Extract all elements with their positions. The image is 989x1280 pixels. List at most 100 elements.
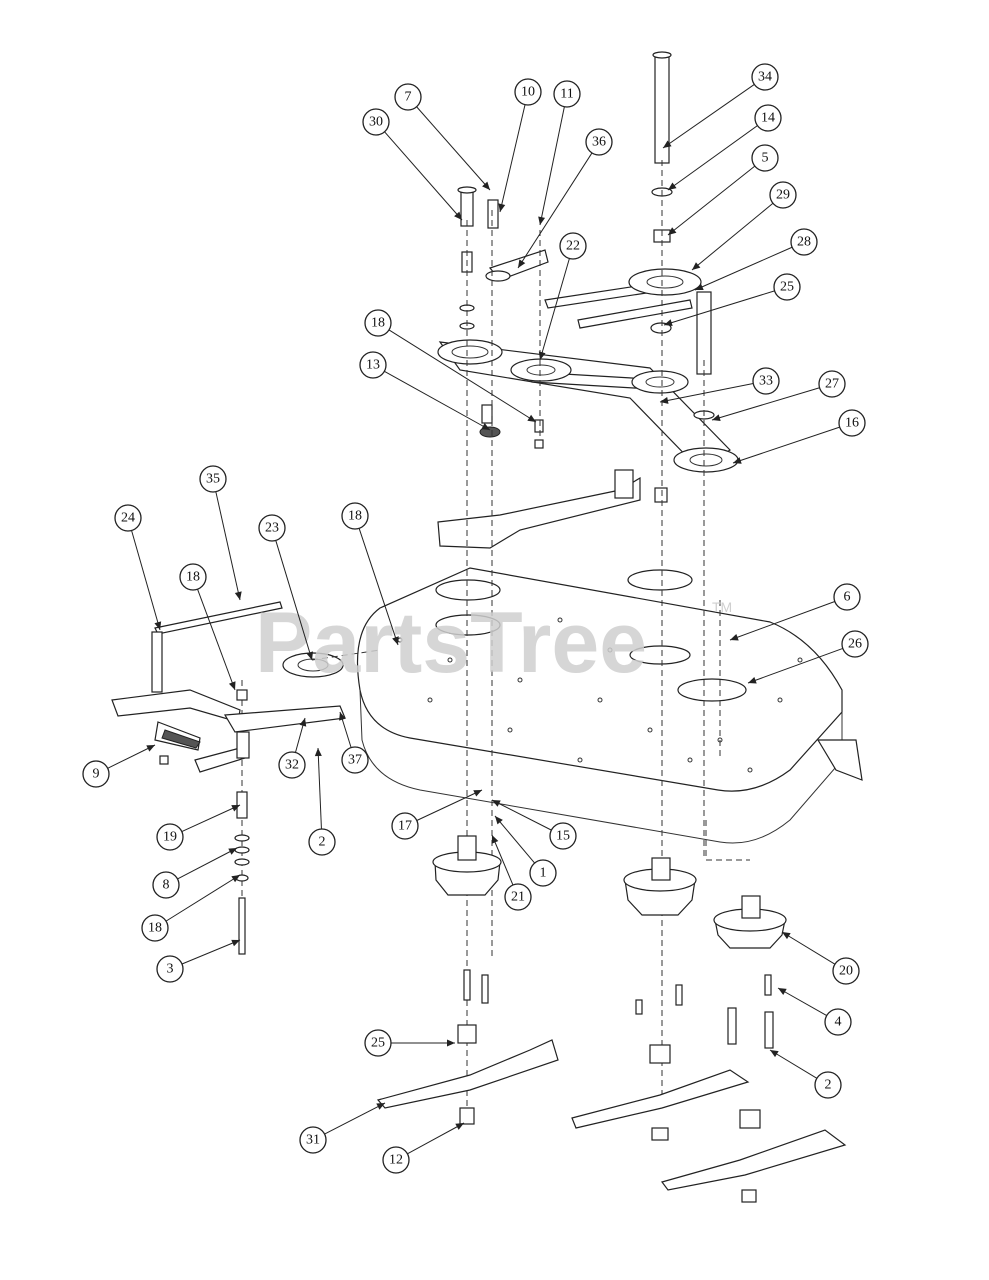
callout-circle [308,828,336,856]
leader-line [384,131,463,221]
callout-circle [824,1008,852,1036]
callout-c-33: 33 [659,367,780,404]
leader-line [667,165,756,236]
callout-label: 27 [825,377,839,392]
leader-arrowhead [538,351,546,360]
callout-circle [814,1071,842,1099]
callout-c-10: 10 [498,78,542,213]
callout-label: 18 [371,316,385,331]
callout-label: 12 [389,1153,403,1168]
callout-label: 36 [592,135,606,150]
deck-plate [356,567,863,844]
callout-circle [514,78,542,106]
leader-arrowhead [660,397,669,404]
leader-arrowhead [481,423,490,430]
leader-arrowhead [527,414,536,422]
leader-line [215,491,241,601]
callout-label: 5 [762,151,769,166]
leader-arrowhead [663,140,672,148]
callout-label: 1 [540,866,547,881]
pulleys [282,268,739,678]
callout-circle [751,144,779,172]
callout-label: 29 [776,188,790,203]
callout-label: 7 [405,90,412,105]
callout-circle [838,409,866,437]
leader-line [667,125,758,191]
leader-arrowhead [733,457,742,464]
callout-circle [341,746,369,774]
leader-line [711,387,820,421]
callout-label: 20 [839,964,853,979]
watermark-trademark: TM [712,599,732,615]
leader-arrowhead [730,633,739,641]
callout-label: 6 [844,590,851,605]
leader-arrowhead [228,681,236,690]
leader-line [491,834,514,886]
leader-arrowhead [498,203,506,212]
leader-line [732,426,840,464]
callout-c-18d: 18 [141,874,241,942]
callout-label: 34 [758,70,772,85]
callout-label: 17 [398,819,412,834]
callout-c-29: 29 [691,181,797,271]
leader-arrowhead [454,211,462,220]
callout-c-1: 1 [494,815,557,887]
callout-circle [152,871,180,899]
belts [438,277,731,471]
leader-arrowhead [538,216,546,225]
callout-c-28: 28 [694,228,818,291]
callout-c-2b: 2 [769,1049,842,1099]
callout-circle [114,504,142,532]
callout-c-19: 19 [156,804,241,851]
callout-circle [179,563,207,591]
callout-c-34: 34 [662,63,779,149]
callout-c-14: 14 [667,104,782,191]
callout-label: 11 [560,87,573,102]
leader-line [275,540,313,661]
leader-arrowhead [154,621,162,630]
callout-c-11: 11 [538,80,581,226]
watermark: PartsTree TM [255,595,732,691]
leader-arrowhead [376,1103,385,1110]
leader-line [729,601,835,641]
leader-line [317,747,322,830]
callout-circle [559,232,587,260]
leader-line [197,589,236,691]
leader-line [107,744,156,769]
callout-label: 15 [556,829,570,844]
callout-c-6: 6 [729,583,861,641]
leader-line [494,815,536,864]
callout-circle [769,181,797,209]
callout-c-20: 20 [781,931,860,985]
leader-arrowhead [339,712,346,721]
callout-c-2a: 2 [308,747,336,856]
leader-arrowhead [231,805,240,812]
callout-c-9: 9 [82,744,156,788]
callout-label: 26 [848,637,862,652]
callout-label: 19 [163,830,177,845]
callout-c-30: 30 [362,108,463,221]
leader-line [539,258,570,361]
leader-arrowhead [392,636,399,645]
callout-label: 35 [206,472,220,487]
spindle-hardware [463,969,774,1049]
callout-c-13: 13 [359,351,491,431]
leader-line [177,847,238,880]
callout-circle [754,104,782,132]
leader-line [181,804,241,833]
leader-arrowhead [146,745,155,752]
leader-line [384,370,491,431]
callout-label: 37 [348,753,362,768]
callout-label: 8 [163,878,170,893]
leader-arrowhead [492,800,501,807]
callout-circle [299,1126,327,1154]
leader-line [539,106,565,226]
leader-arrowhead [692,262,701,270]
callout-label: 13 [366,358,380,373]
callout-circle [199,465,227,493]
spindles [432,835,787,949]
callout-label: 32 [285,758,299,773]
callout-c-17: 17 [391,789,483,840]
callout-label: 25 [371,1036,385,1051]
leader-line [131,530,161,631]
